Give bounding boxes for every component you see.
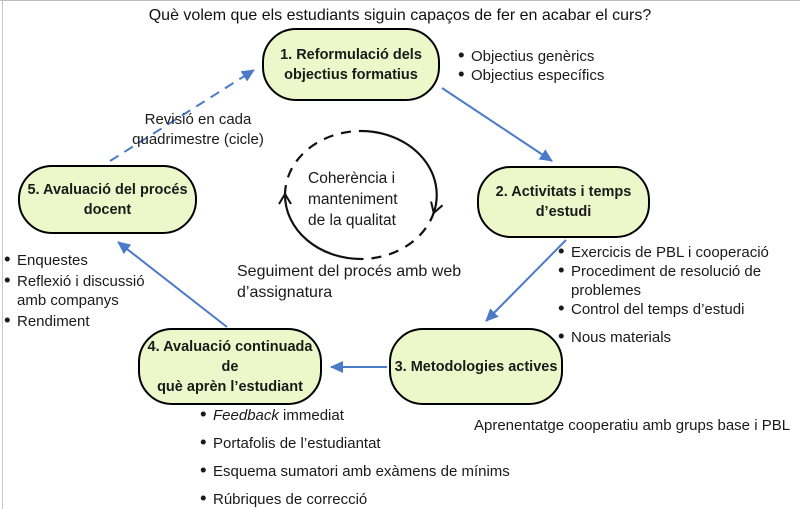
feedback-italic-word: Feedback <box>213 407 279 424</box>
caption-revisio-quadrimestre: Revisió en cada quadrimestre (cicle) <box>132 111 264 148</box>
list-item: Objectius genèrics <box>458 45 658 66</box>
node-3-metodologies-actives: 3. Metodologies actives <box>389 328 563 405</box>
frame-left-line <box>2 0 3 509</box>
list-item: Esquema sumatori amb exàmens de mínims <box>200 460 560 481</box>
list-item: Procediment de resolució de problemes <box>558 260 796 300</box>
caption-seguiment-web: Seguiment del procés amb web d’assignatu… <box>237 263 462 301</box>
node-4-avaluacio-continuada: 4. Avaluació continuada de què aprèn l’e… <box>138 328 322 405</box>
list-item: Exercicis de PBL i cooperació <box>558 241 796 262</box>
diagram-title: Què volem que els estudiants siguin capa… <box>148 7 652 24</box>
node-3-label: 3. Metodologies actives <box>394 358 558 375</box>
list-objectius: Objectius genèrics Objectius específics <box>458 45 658 85</box>
arrow-2-to-3 <box>485 239 567 322</box>
feedback-rest: immediat <box>278 407 344 424</box>
node-1-reformulacio-objectius: 1. Reformulació dels objectius formatius <box>262 28 440 101</box>
node-2-label: 2. Activitats i temps d’estudi <box>495 184 632 220</box>
list-item-feedback: Feedback immediat <box>200 404 560 425</box>
list-item: Nous materials <box>558 326 796 347</box>
list-item: Portafolis de l’estudiantat <box>200 432 560 453</box>
node-4-label: 4. Avaluació continuada de què aprèn l’e… <box>147 338 313 395</box>
list-item: Rendiment <box>4 310 179 331</box>
list-activitats-estudi: Exercicis de PBL i cooperació Procedimen… <box>558 241 796 347</box>
list-item: Rúbriques de correcció <box>200 488 560 509</box>
list-avaluacio-docent: Enquestes Reflexió i discussió amb compa… <box>4 249 179 333</box>
list-item: Objectius específics <box>458 64 658 85</box>
node-2-activitats-temps-estudi: 2. Activitats i temps d’estudi <box>477 166 650 238</box>
frame-top-line <box>0 0 800 1</box>
list-item: Enquestes <box>4 249 179 270</box>
list-item: Reflexió i discussió amb companys <box>4 270 179 310</box>
node-5-avaluacio-proces-docent: 5. Avaluació del procés docent <box>18 165 197 234</box>
node-5-label: 5. Avaluació del procés docent <box>27 181 188 218</box>
cycle-center-label: Coherència i manteniment de la qualitat <box>308 170 398 229</box>
arrow-1-to-2 <box>441 87 553 162</box>
list-avaluacio-estudiant: Feedback immediat Portafolis de l’estudi… <box>200 404 560 509</box>
list-item: Control del temps d’estudi <box>558 298 796 319</box>
node-1-label: 1. Reformulació dels objectius formatius <box>280 46 422 83</box>
